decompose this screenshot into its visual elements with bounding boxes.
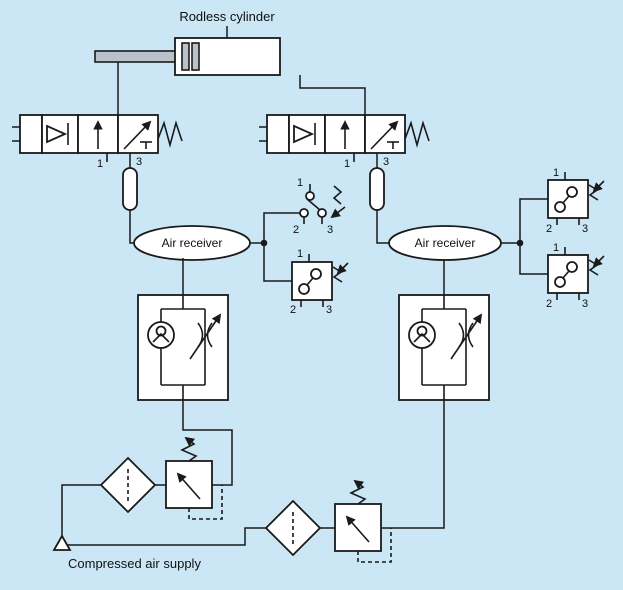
air-receiver-left: Air receiver xyxy=(133,225,251,261)
flow-control-right xyxy=(399,295,489,400)
cylinder-piston xyxy=(181,42,190,71)
contact-circle xyxy=(299,208,309,218)
supply-triangle-icon xyxy=(52,534,72,551)
compressed-air-supply-label: Compressed air supply xyxy=(68,556,201,571)
port-label-3: 3 xyxy=(383,156,389,168)
contact-circle xyxy=(305,191,315,201)
port-label-2: 2 xyxy=(546,298,552,310)
pipe-left-branches xyxy=(182,212,300,295)
port-label-1: 1 xyxy=(97,158,103,170)
mid-bottom-valve: 1 2 3 xyxy=(290,248,348,316)
actuation-arrow-icon xyxy=(330,206,346,219)
cylinder-piston xyxy=(191,42,200,71)
port-label-2: 2 xyxy=(293,224,299,236)
flow-control-left xyxy=(138,295,228,400)
pipe-cylinder-to-valves xyxy=(117,62,366,115)
rodless-cylinder-label: Rodless cylinder xyxy=(179,9,275,24)
mid-top-valve: 1 2 3 xyxy=(293,177,346,236)
switch-arm xyxy=(306,198,321,211)
port-label-3: 3 xyxy=(582,223,588,235)
compressed-air-supply: Compressed air supply xyxy=(52,534,201,571)
port-label-3: 3 xyxy=(326,304,332,316)
pipe-right-branches xyxy=(443,198,548,295)
reservoir-capsule xyxy=(369,167,385,211)
spring-icon xyxy=(332,185,343,205)
air-receiver-left-label: Air receiver xyxy=(162,236,223,250)
air-receiver-right-label: Air receiver xyxy=(415,236,476,250)
cylinder-rail xyxy=(94,50,183,63)
main-valve-right: 1 3 xyxy=(259,115,429,244)
port-label-3: 3 xyxy=(582,298,588,310)
port-label-2: 2 xyxy=(546,223,552,235)
reservoir-capsule xyxy=(122,167,138,211)
port-label-1: 1 xyxy=(297,177,303,189)
pipe-supply-lines xyxy=(61,400,445,546)
port-label-1: 1 xyxy=(344,158,350,170)
right-top-valve: 1 2 3 xyxy=(546,167,604,235)
cylinder-body xyxy=(174,37,281,76)
port-label-2: 2 xyxy=(290,304,296,316)
port-label-1: 1 xyxy=(297,248,303,260)
air-receiver-right: Air receiver xyxy=(388,225,502,261)
port-label-1: 1 xyxy=(553,242,559,254)
rodless-cylinder: Rodless cylinder xyxy=(94,9,281,76)
port-label-1: 1 xyxy=(553,167,559,179)
right-bottom-valve: 1 2 3 xyxy=(546,242,604,310)
port-label-3: 3 xyxy=(136,156,142,168)
port-label-3: 3 xyxy=(327,224,333,236)
